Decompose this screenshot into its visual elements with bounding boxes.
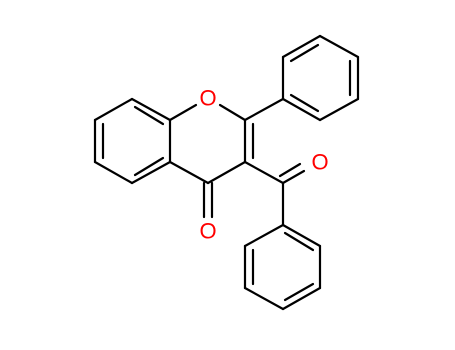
phenyl-upper: [243, 34, 360, 122]
phenyl-lower: [243, 223, 322, 311]
ketone-oxygen-label: O: [199, 219, 216, 244]
benzo-ring: [93, 97, 172, 185]
pyranone-ring: [168, 103, 255, 185]
ring-oxygen-label: O: [199, 86, 216, 111]
benzoyl-oxygen-label: O: [311, 150, 328, 175]
benzoyl-group: [243, 160, 306, 227]
ring-carbonyl: [202, 181, 214, 219]
